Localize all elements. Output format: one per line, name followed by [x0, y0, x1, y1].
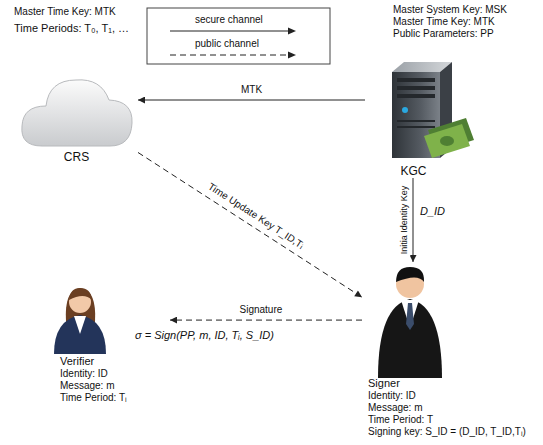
node-text: Message: m	[60, 380, 167, 392]
node-text: Identity: ID	[368, 390, 537, 402]
cloud-icon	[22, 80, 132, 146]
annotation-label: Master Time Key: MTK	[393, 16, 495, 28]
legend-box	[288, 28, 296, 35]
node-text: Identity: ID	[60, 368, 167, 380]
node-title: Verifier	[60, 354, 167, 368]
cloud-icon	[22, 80, 132, 146]
legend-text: public channel	[195, 38, 259, 50]
server-icon	[397, 126, 435, 128]
edge-label: Signature	[238, 304, 285, 316]
verifier-icon	[54, 288, 106, 354]
edge-label: MTK	[239, 84, 264, 96]
verifier-icon	[54, 315, 106, 354]
legend-text: secure channel	[195, 14, 263, 26]
signer-node: SignerIdentity: IDMessage: mTime Period:…	[362, 262, 540, 438]
cloud-node: CRS	[18, 68, 138, 164]
server-icon	[397, 86, 435, 90]
money-icon	[424, 124, 470, 158]
money-icon	[440, 136, 454, 146]
node-text: Message: m	[368, 402, 537, 414]
annotation-label: σ = Sign(PP, m, ID, Tᵢ, S_ID)	[135, 329, 274, 341]
edge-label: Initia Identity Key	[398, 184, 410, 257]
verifier-icon	[69, 288, 92, 300]
annotation-label: Master Time Key: MTK	[14, 6, 116, 18]
legend-box	[147, 8, 330, 64]
verifier-node: VerifierIdentity: IDMessage: mTime Perio…	[38, 280, 170, 404]
server-icon	[397, 94, 435, 98]
node-text: Signing key: S_ID = (D_ID, T_ID,Tᵢ)	[368, 426, 537, 438]
node-title: Signer	[368, 376, 537, 390]
node-text: Time Period: Tᵢ	[60, 392, 167, 404]
secure-channel-arrow	[138, 100, 365, 101]
money-icon	[424, 118, 474, 158]
legend-box	[288, 52, 296, 59]
signer-icon	[396, 267, 424, 282]
public-channel-arrow	[170, 320, 362, 321]
server-icon	[397, 120, 435, 122]
server-node: KGC	[365, 58, 465, 178]
edge-label: Time Update Key T_ID,Tᵢ	[204, 179, 308, 252]
annotation-label: Master System Key: MSK	[393, 4, 507, 16]
server-icon	[397, 78, 435, 82]
legend-box	[170, 31, 292, 32]
secure-channel-arrow	[413, 178, 414, 262]
signer-icon	[378, 299, 442, 378]
verifier-icon	[74, 316, 86, 334]
legend-box	[170, 55, 292, 56]
legend-box	[147, 8, 330, 64]
annotation-label: Time Periods: T₀, T₁, …	[14, 22, 129, 34]
signer-icon	[378, 267, 442, 378]
signer-icon	[406, 303, 414, 330]
node-text: Time Period: T	[368, 414, 537, 426]
annotation-label: D_ID	[420, 205, 445, 217]
public-channel-arrow	[138, 152, 362, 297]
server-icon	[402, 107, 408, 113]
node-title: KGC	[365, 164, 462, 178]
annotation-label: Public Parameters: PP	[393, 28, 494, 40]
node-title: CRS	[18, 150, 135, 164]
